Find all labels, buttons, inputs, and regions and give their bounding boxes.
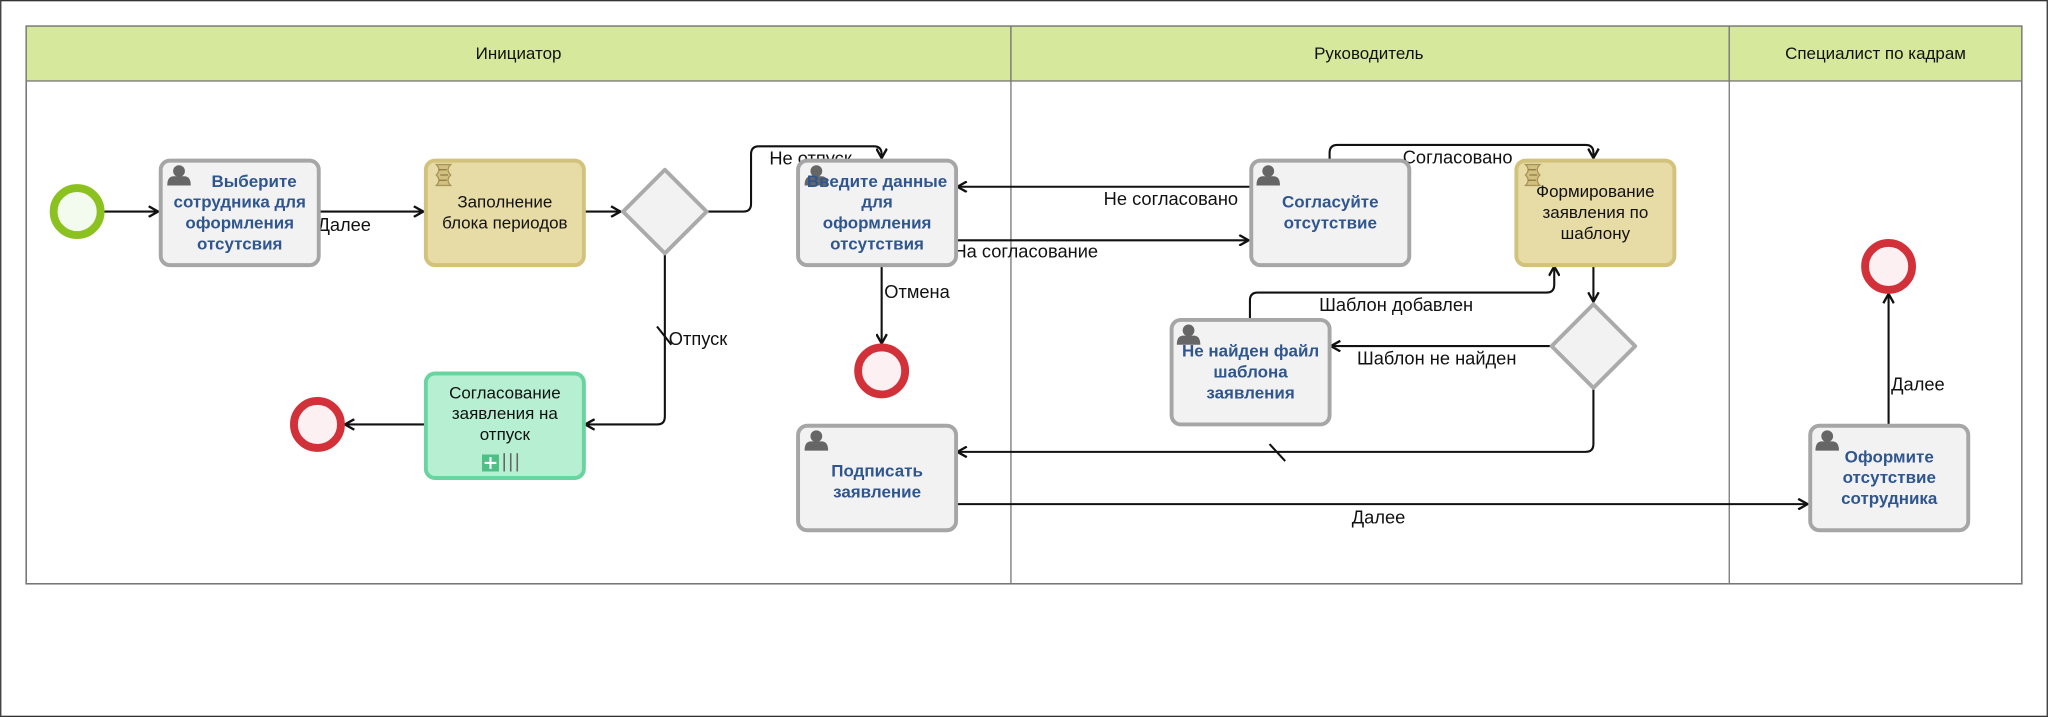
flow-label: Далее — [1352, 507, 1406, 528]
task-label-line: для — [861, 191, 893, 212]
task-label-line: Согласуйте — [1281, 191, 1379, 212]
task-label-line: заявления — [1206, 382, 1295, 403]
expand-plus-icon[interactable] — [482, 454, 499, 472]
task-approve-absence[interactable]: Согласуйте отсутствие — [1249, 158, 1412, 268]
task-label-line: блока периодов — [442, 212, 568, 233]
flow-gateway-to-sign[interactable] — [957, 389, 1595, 452]
flow-label: Согласовано — [1403, 146, 1513, 167]
task-label-line: Оформите — [1844, 446, 1934, 467]
task-label-line: Подписать — [831, 461, 923, 481]
end-event-leave[interactable] — [290, 397, 345, 452]
task-label-line: заявление — [833, 481, 922, 502]
flow-label: Шаблон не найден — [1357, 347, 1516, 368]
task-label-line: заявления на — [451, 403, 558, 424]
lane-header-initiator — [25, 25, 1012, 82]
task-enter-data[interactable]: Введите данные для оформления отсутствия — [796, 158, 959, 268]
edges: Далее Не отпуск Отпуск Отмена На согласо… — [103, 143, 1945, 528]
exclusive-gateway-template[interactable] — [1549, 302, 1638, 390]
flow-label: Далее — [1891, 373, 1945, 394]
flow-label: Шаблон добавлен — [1319, 294, 1473, 315]
task-label-line: отпуск — [479, 424, 530, 445]
task-label-line: шаблона — [1213, 361, 1288, 382]
task-label-line: сотрудника — [1841, 488, 1938, 509]
flow-template-added[interactable] — [1248, 266, 1554, 319]
lane-header-hr — [1728, 25, 2023, 82]
exclusive-gateway-leave-type[interactable] — [621, 167, 709, 256]
lane-header-manager — [1010, 25, 1730, 82]
task-label-line: оформления — [185, 212, 295, 233]
flow-not-leave[interactable] — [707, 145, 882, 213]
subprocess-approve-leave[interactable]: Согласование заявления на отпуск — [423, 371, 586, 480]
flow-label: Отпуск — [669, 328, 729, 349]
default-flow-marker — [1268, 443, 1286, 462]
lane-title-hr: Специалист по кадрам — [1785, 44, 1966, 63]
task-register-absence[interactable]: Оформите отсутствие сотрудника — [1808, 423, 1971, 533]
task-label-line: отсутствие — [1842, 467, 1936, 488]
lane-title-initiator: Инициатор — [476, 44, 562, 63]
task-label-line: Формирование — [1536, 181, 1655, 202]
parallel-multi-instance-icon — [503, 453, 519, 472]
task-fill-periods[interactable]: Заполнение блока периодов — [423, 158, 586, 268]
start-event[interactable] — [49, 184, 105, 239]
task-label-line: Не найден файл — [1181, 340, 1320, 361]
task-sign[interactable]: Подписать заявление — [796, 423, 959, 533]
end-event-cancel[interactable] — [854, 343, 910, 399]
task-label-line: Заполнение — [457, 191, 553, 212]
task-label-line: отсутствие — [1283, 212, 1377, 233]
lane-title-manager: Руководитель — [1314, 44, 1423, 63]
default-flow-marker — [656, 325, 673, 346]
flow-label: Далее — [317, 214, 371, 235]
task-label-line: заявления по — [1542, 202, 1649, 223]
task-form-application[interactable]: Формирование заявления по шаблону — [1514, 158, 1677, 268]
task-template-not-found[interactable]: Не найден файл шаблона заявления — [1169, 318, 1332, 427]
task-label-line: сотрудника для — [173, 191, 306, 212]
pool: Инициатор Руководитель Специалист по кад… — [25, 25, 2023, 585]
task-label-line: Согласование — [449, 382, 561, 403]
task-label-line: оформления — [822, 212, 932, 233]
task-label-line: Выберите — [211, 171, 297, 191]
flow-label: Не согласовано — [1104, 188, 1238, 209]
flow-leave[interactable] — [585, 254, 666, 425]
task-label-line: Введите данные — [806, 171, 948, 191]
task-label-line: шаблону — [1560, 223, 1631, 243]
flow-approved[interactable] — [1328, 143, 1594, 160]
task-label-line: отсутствия — [830, 233, 924, 254]
task-select-employee[interactable]: Выберите сотрудника для оформления отсут… — [158, 158, 321, 268]
flow-label: Отмена — [884, 281, 950, 302]
flow-label: На согласование — [953, 240, 1098, 261]
task-label-line: отсутсвия — [197, 233, 283, 254]
end-event-hr[interactable] — [1861, 238, 1917, 294]
